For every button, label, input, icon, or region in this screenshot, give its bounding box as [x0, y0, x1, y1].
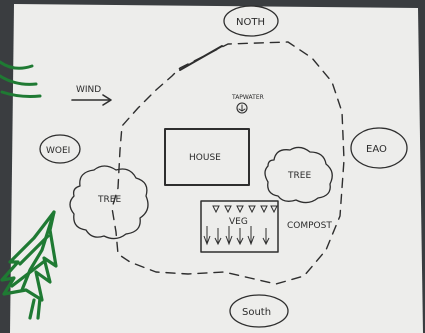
- wind-arrow-icon: [71, 94, 112, 106]
- west-circle: [39, 134, 81, 164]
- wind-label: WIND: [76, 85, 101, 95]
- wind-line: [179, 45, 223, 71]
- east-label: EAO: [366, 144, 387, 155]
- tapwater-label: TAPWATER: [231, 94, 264, 101]
- tap-icon: [236, 102, 248, 114]
- house-rectangle: [164, 128, 250, 186]
- tree-right-cloud: [264, 146, 333, 204]
- tree-left-cloud: [69, 165, 149, 240]
- veg-garden-bed: [200, 200, 279, 253]
- property-boundary: [111, 41, 345, 285]
- east-circle: [350, 127, 408, 169]
- paper-sheet: [10, 4, 423, 333]
- veg-plants-icon: [203, 205, 278, 246]
- south-label: South: [242, 307, 271, 318]
- house-label: HOUSE: [189, 153, 221, 163]
- tree-right-label: TREE: [287, 171, 311, 181]
- south-circle: [229, 294, 289, 328]
- tree-left-label: TREE: [97, 195, 121, 205]
- veg-label: VEG: [229, 217, 248, 227]
- green-marker-marks-top: [0, 60, 42, 98]
- west-label: WOEI: [46, 146, 70, 156]
- north-circle: [223, 5, 279, 37]
- north-label: NOTH: [236, 17, 265, 28]
- green-tree-drawing: [0, 210, 58, 320]
- compost-label: COMPOST: [287, 221, 332, 231]
